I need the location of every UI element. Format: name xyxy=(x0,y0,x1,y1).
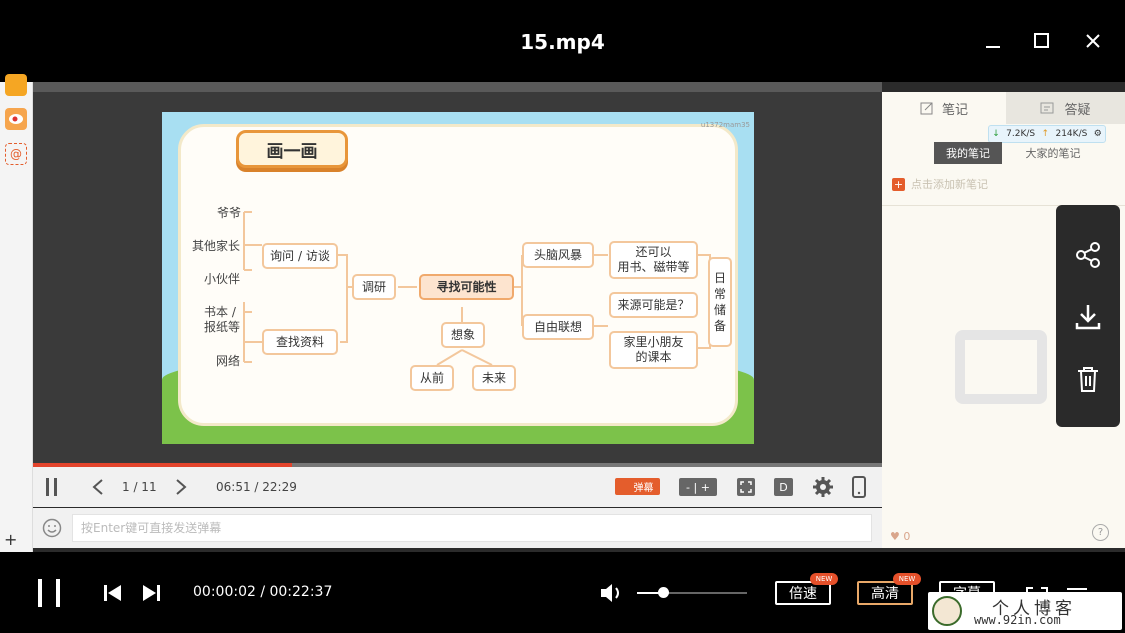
mm-search: 查找资料 xyxy=(262,329,338,355)
maximize-icon[interactable] xyxy=(1025,24,1059,58)
fullscreen-inner-icon[interactable] xyxy=(736,477,756,501)
mm-internet: 网络 xyxy=(216,354,241,368)
empty-note-icon xyxy=(955,330,1047,404)
title-bar xyxy=(0,0,1125,82)
next-page-icon[interactable] xyxy=(174,478,188,500)
mm-other-parents: 其他家长 xyxy=(192,239,241,253)
outer-pause-icon[interactable] xyxy=(36,578,62,612)
danmu-toggle[interactable]: 弹幕 xyxy=(615,478,660,495)
volume-knob[interactable] xyxy=(658,587,669,598)
panel-divider xyxy=(882,205,1125,206)
qa-icon xyxy=(1040,102,1054,114)
inner-time: 06:51 / 22:29 xyxy=(216,480,297,494)
mm-center: 寻找可能性 xyxy=(419,274,514,300)
tab-qa-label: 答疑 xyxy=(1064,102,1091,118)
add-note-label: 点击添加新笔记 xyxy=(911,178,988,191)
app-icon[interactable] xyxy=(5,74,27,96)
edit-icon xyxy=(920,102,933,115)
window-title: 15.mp4 xyxy=(520,30,605,54)
quality-button[interactable]: 高清 xyxy=(857,581,913,605)
mm-past: 从前 xyxy=(410,365,454,391)
playlist-icon[interactable] xyxy=(1066,582,1088,601)
mm-future: 未来 xyxy=(472,365,516,391)
mm-also-use: 还可以 用书、磁带等 xyxy=(609,241,698,279)
upload-speed: 214K/S xyxy=(1055,129,1088,139)
mm-research: 调研 xyxy=(352,274,396,300)
inner-progress-fill xyxy=(33,463,292,467)
volume-fill xyxy=(637,592,663,594)
danmu-input[interactable]: 按Enter键可直接发送弹幕 xyxy=(72,514,872,542)
upload-arrow-icon: ↑ xyxy=(1041,129,1050,139)
previous-icon[interactable] xyxy=(103,584,123,606)
slide-title: 画一画 xyxy=(236,130,348,168)
add-note-plus-icon: + xyxy=(892,178,905,191)
download-icon[interactable] xyxy=(1056,295,1120,339)
tab-notes[interactable]: 笔记 xyxy=(882,92,1006,124)
slide-watermark: u1372mam35 xyxy=(700,121,750,129)
mm-source: 来源可能是？ xyxy=(609,292,698,318)
mm-brainstorm: 头脑风暴 xyxy=(522,242,594,268)
prev-page-icon[interactable] xyxy=(91,478,105,500)
next-icon[interactable] xyxy=(141,584,161,606)
emoji-icon[interactable] xyxy=(42,518,62,542)
mm-books: 书本 / 报纸等 xyxy=(204,305,241,334)
blog-logo-title: 个人博客 xyxy=(992,599,1076,619)
settings-gear-icon[interactable] xyxy=(812,476,834,502)
tab-qa[interactable]: 答疑 xyxy=(1006,92,1125,124)
blog-logo-url: www.92in.com xyxy=(974,613,1061,627)
mm-grandpa: 爷爷 xyxy=(217,206,242,220)
speed-new-badge: NEW xyxy=(810,573,838,585)
outer-time: 00:00:02 / 00:22:37 xyxy=(193,584,333,600)
close-icon[interactable] xyxy=(1076,24,1110,58)
weibo-icon[interactable] xyxy=(5,108,27,130)
blog-logo: 个人博客 www.92in.com xyxy=(928,592,1122,630)
speed-button[interactable]: 倍速 xyxy=(775,581,831,605)
at-icon[interactable]: @ xyxy=(5,143,27,165)
volume-track[interactable] xyxy=(637,592,747,594)
d-button[interactable]: D xyxy=(774,478,793,496)
blog-avatar xyxy=(932,596,962,626)
mm-friends: 小伙伴 xyxy=(204,272,241,286)
net-speed-indicator: ↓ 7.2K/S ↑ 214K/S ⚙ xyxy=(988,125,1106,143)
quality-new-badge: NEW xyxy=(893,573,921,585)
minimize-icon[interactable] xyxy=(976,24,1010,58)
tab-notes-label: 笔记 xyxy=(941,102,968,118)
download-speed: 7.2K/S xyxy=(1006,129,1036,139)
volume-icon[interactable] xyxy=(599,582,625,608)
add-note-button[interactable]: + 点击添加新笔记 xyxy=(892,176,988,192)
mm-imagine: 想象 xyxy=(441,322,485,348)
page-indicator: 1 / 11 xyxy=(122,480,157,494)
likes-value: 0 xyxy=(903,530,911,543)
speed-settings-icon[interactable]: ⚙ xyxy=(1093,129,1102,139)
add-icon[interactable]: + xyxy=(4,530,18,549)
download-arrow-icon: ↓ xyxy=(992,129,1000,139)
mm-friends-books: 家里小朋友 的课本 xyxy=(609,331,698,369)
mm-ask: 询问 / 访谈 xyxy=(262,243,338,269)
trash-icon[interactable] xyxy=(1056,357,1120,401)
likes-count[interactable]: ♥ 0 xyxy=(890,530,911,543)
player-header xyxy=(33,82,882,92)
danmu-label: 弹幕 xyxy=(628,479,659,494)
pause-icon[interactable] xyxy=(44,477,60,501)
zoom-minus-plus[interactable]: - | + xyxy=(679,478,717,496)
mm-free-assoc: 自由联想 xyxy=(522,314,594,340)
share-icon[interactable] xyxy=(1056,233,1120,277)
all-notes-tab[interactable]: 大家的笔记 xyxy=(1025,147,1081,160)
help-icon[interactable]: ? xyxy=(1092,524,1109,541)
mobile-icon[interactable] xyxy=(852,476,866,502)
inner-progress-track[interactable] xyxy=(33,463,882,467)
mm-daily-storage: 日 常 储 备 xyxy=(708,257,732,347)
my-notes-tab[interactable]: 我的笔记 xyxy=(934,142,1002,164)
